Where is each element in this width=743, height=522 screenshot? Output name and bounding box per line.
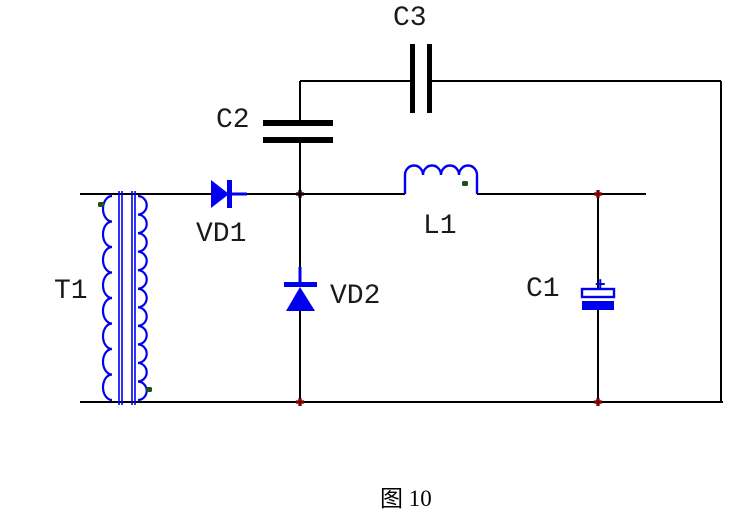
diode-vd2-triangle bbox=[286, 287, 315, 311]
label-transformer-t1: T1 bbox=[54, 276, 88, 307]
label-capacitor-c2: C2 bbox=[216, 105, 250, 136]
diode-vd1-cathode-bar bbox=[227, 180, 232, 208]
polarity-dot-primary bbox=[98, 202, 104, 207]
wires bbox=[80, 80, 723, 403]
capacitor-c1-symbol: + bbox=[580, 274, 616, 310]
transformer-t1-symbol bbox=[98, 191, 152, 405]
capacitor-c1-plate-negative bbox=[582, 301, 614, 310]
capacitor-c1-plus-mark: + bbox=[595, 274, 606, 294]
polarity-dot-secondary bbox=[146, 387, 152, 392]
polarity-dot-inductor bbox=[462, 181, 468, 186]
diode-vd2-symbol bbox=[284, 267, 317, 311]
figure-caption: 图 10 bbox=[380, 486, 432, 511]
capacitor-c3-plate-right bbox=[427, 44, 432, 113]
transformer-secondary-winding bbox=[137, 194, 148, 402]
capacitor-c1-plate-positive bbox=[580, 287, 616, 299]
label-diode-vd1: VD1 bbox=[196, 219, 247, 250]
capacitor-c2-symbol bbox=[263, 120, 333, 143]
diode-vd2-cathode-bar bbox=[284, 282, 317, 287]
junction-dot bbox=[296, 398, 304, 406]
junction-dot bbox=[594, 190, 602, 198]
label-capacitor-c1: C1 bbox=[526, 274, 560, 305]
capacitor-c3-symbol bbox=[410, 44, 432, 113]
capacitor-c3-plate-left bbox=[410, 44, 415, 113]
junction-dots bbox=[296, 190, 602, 406]
diode-vd1-triangle bbox=[211, 180, 229, 208]
inductor-l1-coil bbox=[403, 164, 479, 194]
junction-dot bbox=[296, 190, 304, 198]
junction-dot bbox=[594, 398, 602, 406]
label-inductor-l1: L1 bbox=[423, 211, 457, 242]
transformer-primary-winding bbox=[101, 194, 113, 402]
capacitor-c2-plate-bottom bbox=[263, 137, 333, 143]
transformer-core-lines bbox=[118, 191, 136, 405]
capacitor-c2-plate-top bbox=[263, 120, 333, 126]
label-capacitor-c3: C3 bbox=[393, 3, 427, 34]
inductor-l1-symbol bbox=[403, 164, 479, 194]
label-diode-vd2: VD2 bbox=[330, 281, 381, 312]
diode-vd1-symbol bbox=[211, 180, 247, 208]
